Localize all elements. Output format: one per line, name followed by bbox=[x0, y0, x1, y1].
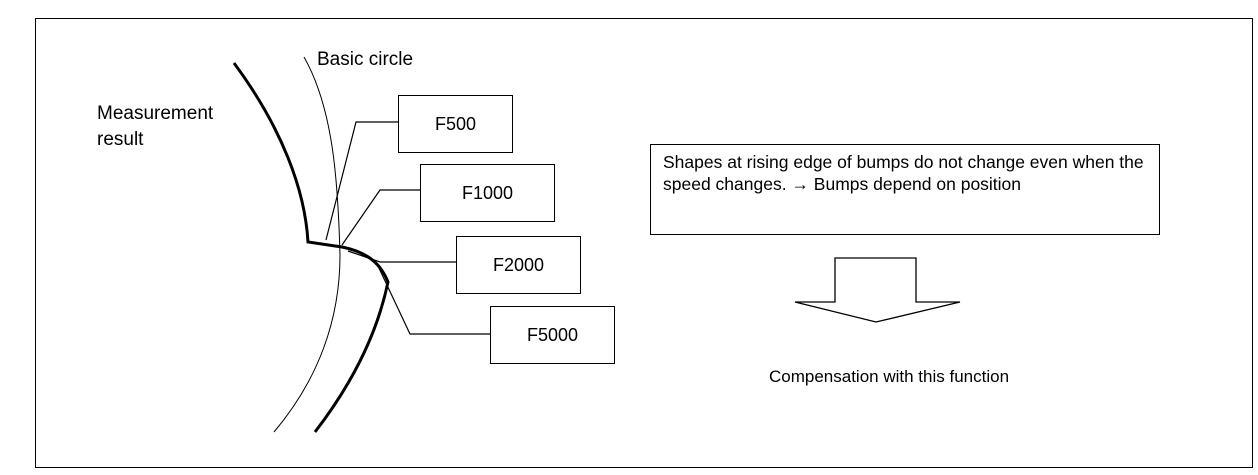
down-arrow-icon bbox=[794, 257, 961, 323]
leader-line-f500 bbox=[325, 121, 398, 241]
measurement-result-label-line2: result bbox=[97, 129, 144, 150]
basic-circle-label: Basic circle bbox=[317, 49, 414, 70]
feed-box-f1000: F1000 bbox=[420, 164, 555, 222]
feed-box-f5000: F5000 bbox=[490, 306, 615, 364]
compensation-caption: Compensation with this function bbox=[769, 367, 1010, 386]
leader-line-f5000 bbox=[377, 265, 490, 335]
observation-note: Shapes at rising edge of bumps do not ch… bbox=[650, 144, 1160, 235]
basic-circle-arc bbox=[273, 56, 341, 433]
measurement-result-label-line1: Measurement bbox=[97, 103, 214, 124]
feed-box-f500: F500 bbox=[398, 95, 513, 153]
measurement-result-curve bbox=[232, 62, 390, 433]
leader-line-f1000 bbox=[341, 189, 420, 246]
leader-line-f2000 bbox=[347, 250, 456, 263]
feed-box-f2000: F2000 bbox=[456, 236, 581, 294]
figure-frame bbox=[35, 18, 1253, 468]
